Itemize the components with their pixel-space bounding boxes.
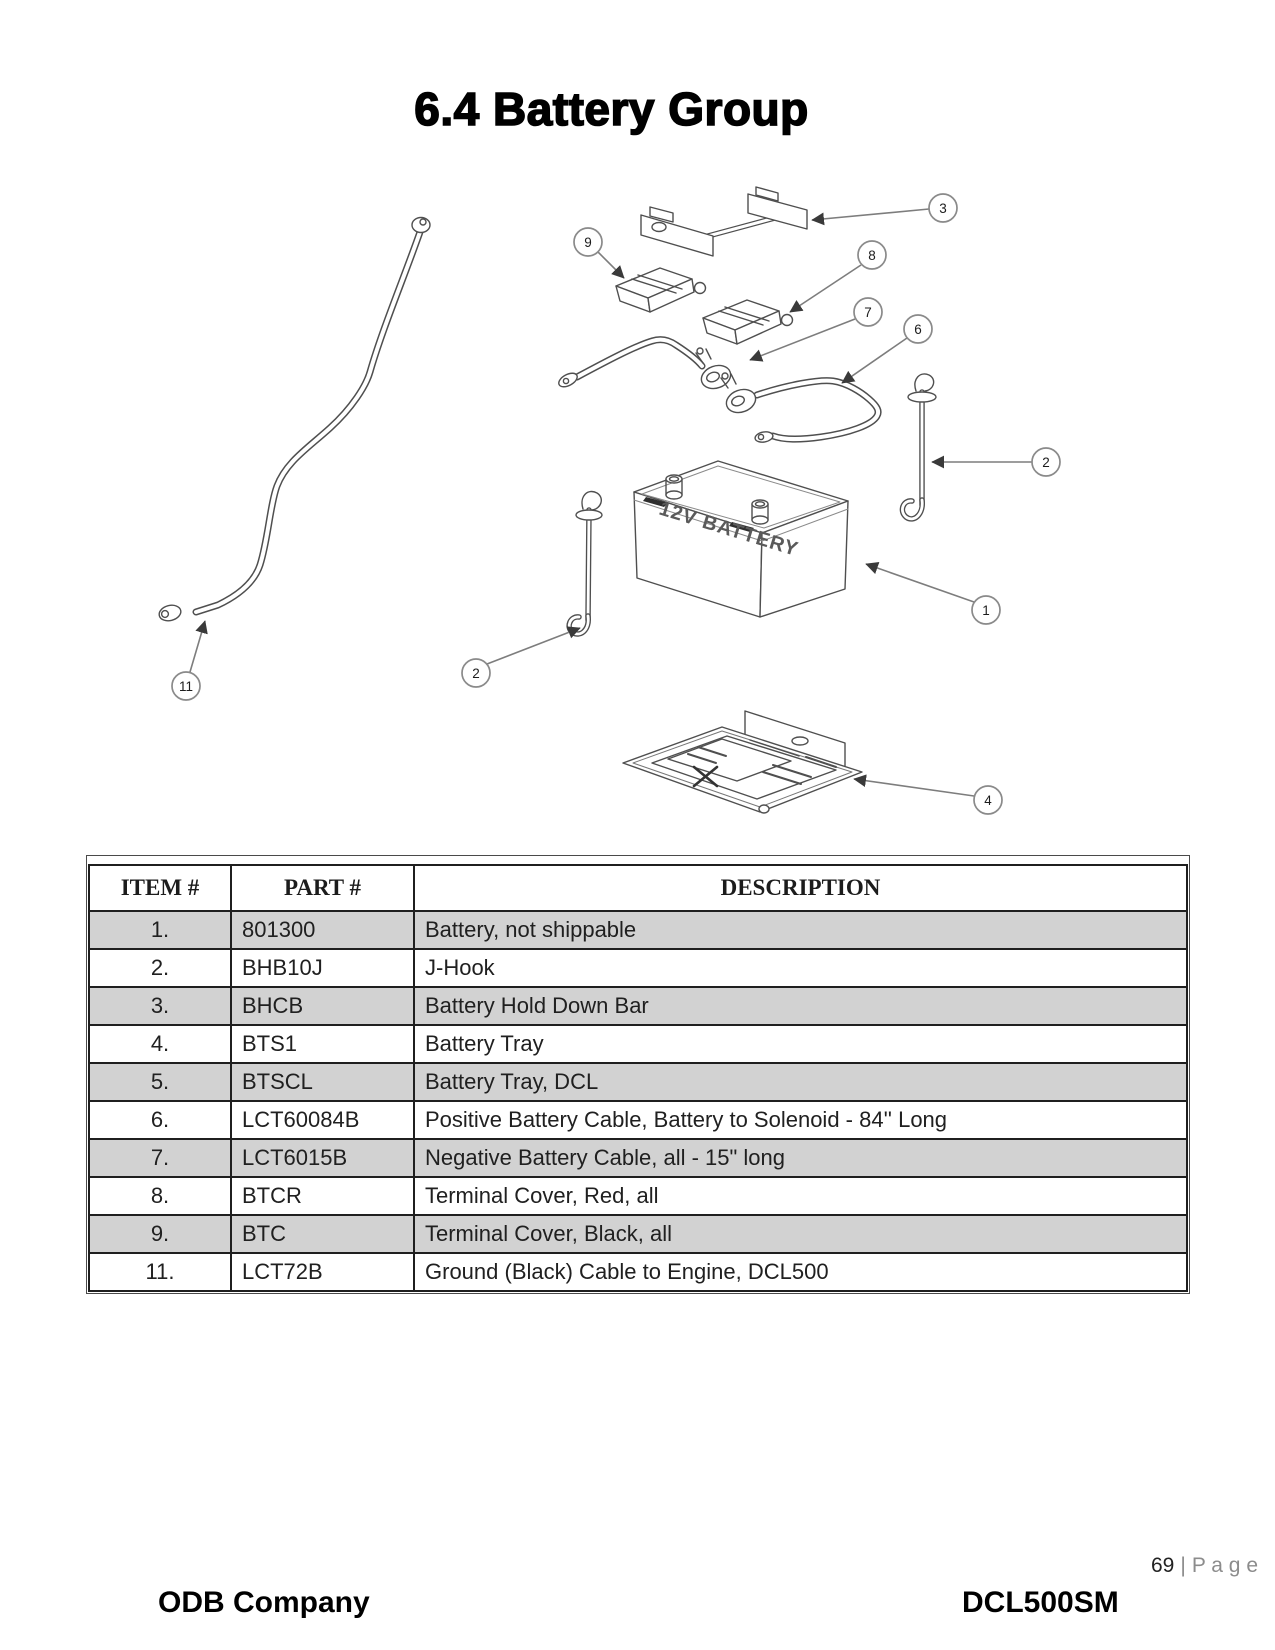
part-cell: BTSCL — [230, 1062, 415, 1102]
part-cell: LCT72B — [230, 1252, 415, 1292]
table-header-row: ITEM # PART # DESCRIPTION — [88, 864, 1188, 912]
callout-3: 3 — [928, 193, 958, 223]
negative-cable-part — [558, 336, 732, 390]
parts-diagram: 12V BATTERY — [158, 186, 1061, 815]
terminal-cover-red-part — [702, 299, 794, 345]
description-cell: Battery Hold Down Bar — [413, 986, 1188, 1026]
leader-1 — [865, 561, 975, 603]
svg-text:8: 8 — [868, 248, 876, 263]
svg-text:4: 4 — [984, 793, 992, 808]
callout-7: 7 — [853, 297, 883, 327]
svg-text:11: 11 — [179, 679, 193, 694]
svg-text:9: 9 — [584, 235, 592, 250]
callouts: 3 9 8 7 6 2 1 — [171, 193, 1061, 815]
description-cell: Battery Tray — [413, 1024, 1188, 1064]
item-cell: 6. — [88, 1100, 232, 1140]
item-cell: 2. — [88, 948, 232, 988]
page-word: P a g e — [1191, 1554, 1258, 1577]
j-hook-part-right — [899, 373, 937, 522]
svg-text:3: 3 — [939, 201, 947, 216]
leader-6 — [841, 337, 908, 384]
description-cell: Terminal Cover, Red, all — [413, 1176, 1188, 1216]
part-cell: BTCR — [230, 1176, 415, 1216]
header-description: DESCRIPTION — [413, 864, 1188, 912]
leader-9 — [597, 251, 625, 279]
hold-down-bar-part — [640, 186, 808, 257]
table-row: 1. 801300 Battery, not shippable — [88, 910, 1188, 950]
terminal-cover-black-part — [615, 267, 707, 313]
part-cell: BHB10J — [230, 948, 415, 988]
svg-text:2: 2 — [1042, 455, 1050, 470]
table-row: 2. BHB10J J-Hook — [88, 948, 1188, 988]
callout-6: 6 — [903, 314, 933, 344]
leader-11 — [189, 620, 208, 673]
description-cell: Negative Battery Cable, all - 15" long — [413, 1138, 1188, 1178]
table-row: 3. BHCB Battery Hold Down Bar — [88, 986, 1188, 1026]
table-row: 11. LCT72B Ground (Black) Cable to Engin… — [88, 1252, 1188, 1292]
callout-2-left: 2 — [461, 658, 491, 688]
description-cell: Terminal Cover, Black, all — [413, 1214, 1188, 1254]
callout-8: 8 — [857, 240, 887, 270]
parts-table-container: ITEM # PART # DESCRIPTION 1. 801300 Batt… — [86, 855, 1190, 1294]
item-cell: 7. — [88, 1138, 232, 1178]
page-number: 69 — [1151, 1554, 1175, 1577]
part-cell: BTC — [230, 1214, 415, 1254]
table-row: 9. BTC Terminal Cover, Black, all — [88, 1214, 1188, 1254]
item-cell: 9. — [88, 1214, 232, 1254]
table-row: 5. BTSCL Battery Tray, DCL — [88, 1062, 1188, 1102]
description-cell: Battery, not shippable — [413, 910, 1188, 950]
part-cell: BTS1 — [230, 1024, 415, 1064]
description-cell: Ground (Black) Cable to Engine, DCL500 — [413, 1252, 1188, 1292]
svg-text:6: 6 — [914, 322, 922, 337]
description-cell: Positive Battery Cable, Battery to Solen… — [413, 1100, 1188, 1140]
footer-company: ODB Company — [158, 1586, 370, 1619]
part-cell: LCT60084B — [230, 1100, 415, 1140]
part-cell: BHCB — [230, 986, 415, 1026]
description-cell: J-Hook — [413, 948, 1188, 988]
leader-2-left — [486, 626, 581, 665]
page-title: 6.4 Battery Group — [413, 82, 809, 136]
footer-model: DCL500SM — [962, 1586, 1119, 1619]
table-row: 4. BTS1 Battery Tray — [88, 1024, 1188, 1064]
item-cell: 5. — [88, 1062, 232, 1102]
svg-text:1: 1 — [982, 603, 990, 618]
item-cell: 8. — [88, 1176, 232, 1216]
item-cell: 1. — [88, 910, 232, 950]
part-cell: LCT6015B — [230, 1138, 415, 1178]
ground-cable-part — [158, 216, 431, 622]
j-hook-part-left — [566, 490, 603, 637]
svg-text:7: 7 — [864, 305, 872, 320]
page-number-separator: | — [1180, 1554, 1186, 1577]
leader-4 — [853, 774, 975, 797]
table-row: 6. LCT60084B Positive Battery Cable, Bat… — [88, 1100, 1188, 1140]
battery-tray-part — [622, 710, 863, 814]
leader-3 — [811, 208, 930, 226]
page-number-line: 69|P a g e — [1151, 1554, 1258, 1578]
header-item: ITEM # — [88, 864, 232, 912]
battery-part: 12V BATTERY — [633, 460, 849, 618]
table-row: 7. LCT6015B Negative Battery Cable, all … — [88, 1138, 1188, 1178]
leader-7 — [749, 318, 856, 362]
item-cell: 3. — [88, 986, 232, 1026]
callout-4: 4 — [973, 785, 1003, 815]
callout-11: 11 — [171, 671, 201, 701]
leader-lines — [189, 208, 1032, 797]
header-part: PART # — [230, 864, 415, 912]
callout-1: 1 — [971, 595, 1001, 625]
callout-9: 9 — [573, 227, 603, 257]
item-cell: 11. — [88, 1252, 232, 1292]
svg-text:2: 2 — [472, 666, 480, 681]
part-cell: 801300 — [230, 910, 415, 950]
table-row: 8. BTCR Terminal Cover, Red, all — [88, 1176, 1188, 1216]
callout-2-right: 2 — [1031, 447, 1061, 477]
description-cell: Battery Tray, DCL — [413, 1062, 1188, 1102]
item-cell: 4. — [88, 1024, 232, 1064]
leader-8 — [789, 264, 862, 313]
positive-cable-part — [720, 372, 882, 443]
parts-table: ITEM # PART # DESCRIPTION 1. 801300 Batt… — [88, 864, 1188, 1292]
